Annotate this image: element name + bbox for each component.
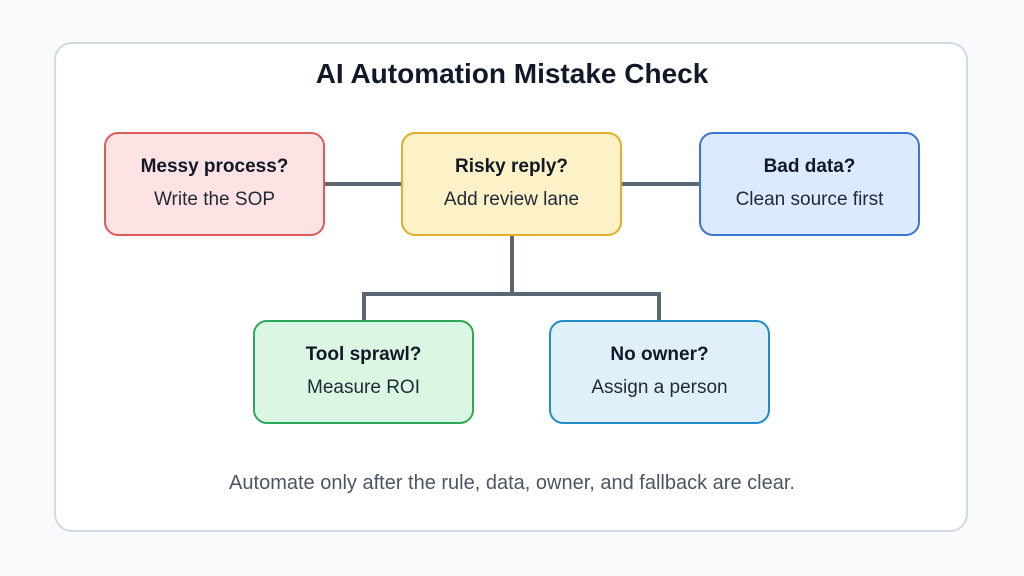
node-risky-reply: Risky reply? Add review lane: [401, 132, 622, 236]
node-messy-process-question: Messy process?: [140, 156, 289, 177]
node-risky-reply-question: Risky reply?: [455, 156, 568, 177]
node-tool-sprawl: Tool sprawl? Measure ROI: [253, 320, 474, 424]
node-bad-data: Bad data? Clean source first: [699, 132, 920, 236]
node-no-owner-answer: Assign a person: [591, 377, 728, 398]
node-risky-reply-answer: Add review lane: [443, 189, 580, 210]
node-tool-sprawl-question: Tool sprawl?: [305, 344, 422, 365]
diagram-title: AI Automation Mistake Check: [315, 58, 709, 89]
node-bad-data-question: Bad data?: [763, 156, 856, 177]
node-no-owner: No owner? Assign a person: [549, 320, 770, 424]
node-messy-process: Messy process? Write the SOP: [104, 132, 325, 236]
node-no-owner-question: No owner?: [610, 344, 709, 365]
node-bad-data-answer: Clean source first: [735, 189, 884, 210]
diagram-footer-note: Automate only after the rule, data, owne…: [229, 472, 795, 494]
node-tool-sprawl-answer: Measure ROI: [307, 377, 420, 398]
node-messy-process-answer: Write the SOP: [153, 189, 276, 210]
